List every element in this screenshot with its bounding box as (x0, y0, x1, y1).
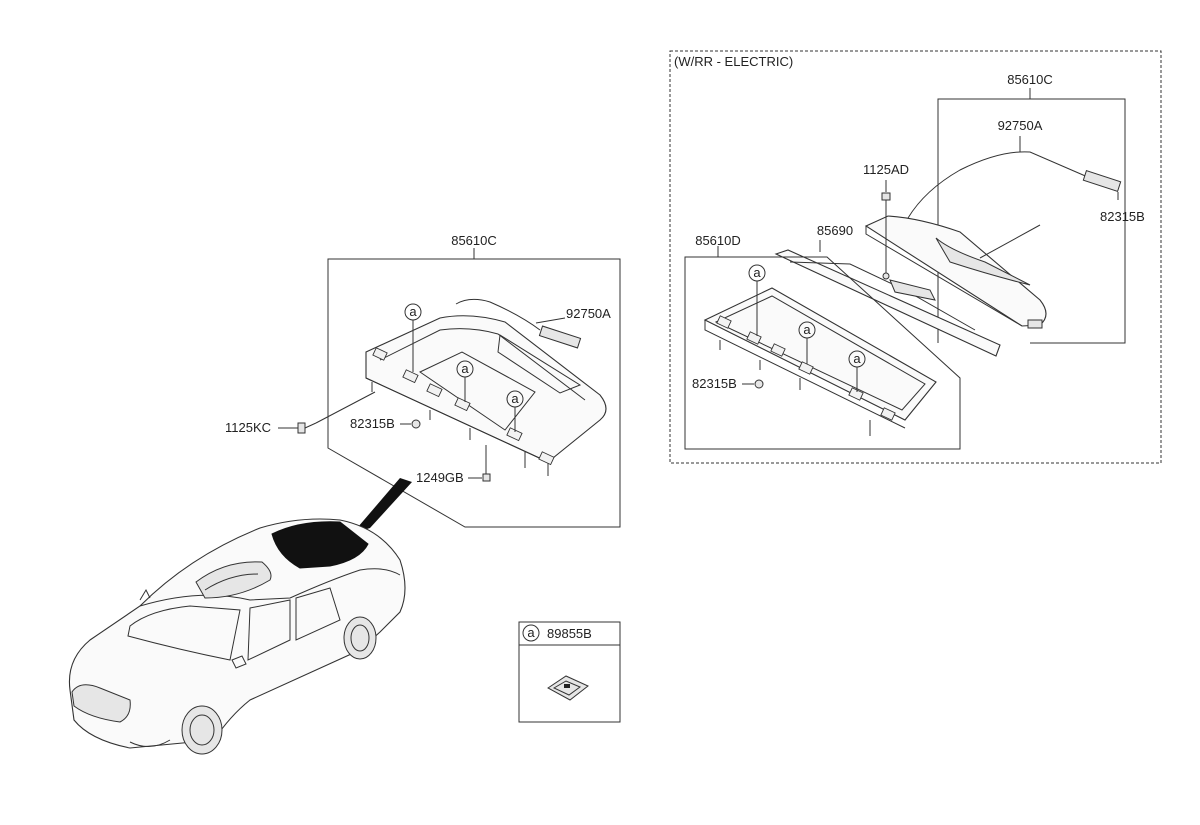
electric-callout-1: a (753, 265, 761, 280)
electric-lower-assembly-label: 85610D (695, 233, 741, 248)
main-screw-1125kc: 1125KC (225, 391, 376, 435)
legend-callout: a (527, 625, 535, 640)
electric-callouts: a a a (748, 264, 866, 392)
electric-rail-85690: 85690 (774, 223, 1001, 357)
main-bolt-label: 1249GB (416, 470, 464, 485)
main-clip-82315b: 82315B (350, 416, 421, 431)
electric-lower-tray (703, 287, 937, 436)
main-callout-1: a (409, 304, 417, 319)
main-callouts: a a a (404, 303, 524, 432)
electric-callout-2: a (803, 322, 811, 337)
electric-wire-harness: 92750A 82315B (907, 118, 1145, 259)
main-bolt-1249gb: 1249GB (416, 445, 491, 485)
main-wire-harness: 92750A (455, 298, 611, 349)
electric-clip-left-label: 82315B (692, 376, 737, 391)
electric-group-frame (669, 50, 1162, 464)
electric-bolt-label: 1125AD (863, 162, 909, 177)
electric-lower-outline (684, 256, 961, 450)
electric-top-assembly-label: 85610C (1007, 72, 1053, 87)
electric-clip-left-82315b: 82315B (692, 376, 764, 391)
electric-clip-right-label: 82315B (1100, 209, 1145, 224)
main-screw-label: 1125KC (225, 420, 271, 435)
vehicle-package-tray-highlight (271, 521, 369, 569)
main-clip-label: 82315B (350, 416, 395, 431)
main-wire-label: 92750A (566, 306, 611, 321)
electric-group-title: (W/RR - ELECTRIC) (674, 54, 793, 69)
legend-part-number: 89855B (547, 626, 592, 641)
electric-callout-3: a (853, 351, 861, 366)
legend-box: a 89855B (518, 621, 621, 723)
electric-upper-tray (864, 215, 1047, 329)
electric-wire-label: 92750A (998, 118, 1043, 133)
main-callout-3: a (511, 391, 519, 406)
electric-top-outline (937, 98, 1126, 344)
main-package-tray (365, 315, 607, 476)
electric-rail-label: 85690 (817, 223, 853, 238)
legend-clip-icon (547, 675, 589, 701)
main-assembly-group: 85610C 92750A a (225, 233, 621, 534)
vehicle-illustration (68, 518, 406, 755)
main-callout-2: a (461, 361, 469, 376)
electric-bolt-1125ad: 1125AD (863, 162, 909, 280)
electric-group: (W/RR - ELECTRIC) 85610C 92750A 82315B 1… (669, 50, 1162, 464)
main-assembly-label: 85610C (451, 233, 497, 248)
main-pointer-band (352, 478, 412, 534)
